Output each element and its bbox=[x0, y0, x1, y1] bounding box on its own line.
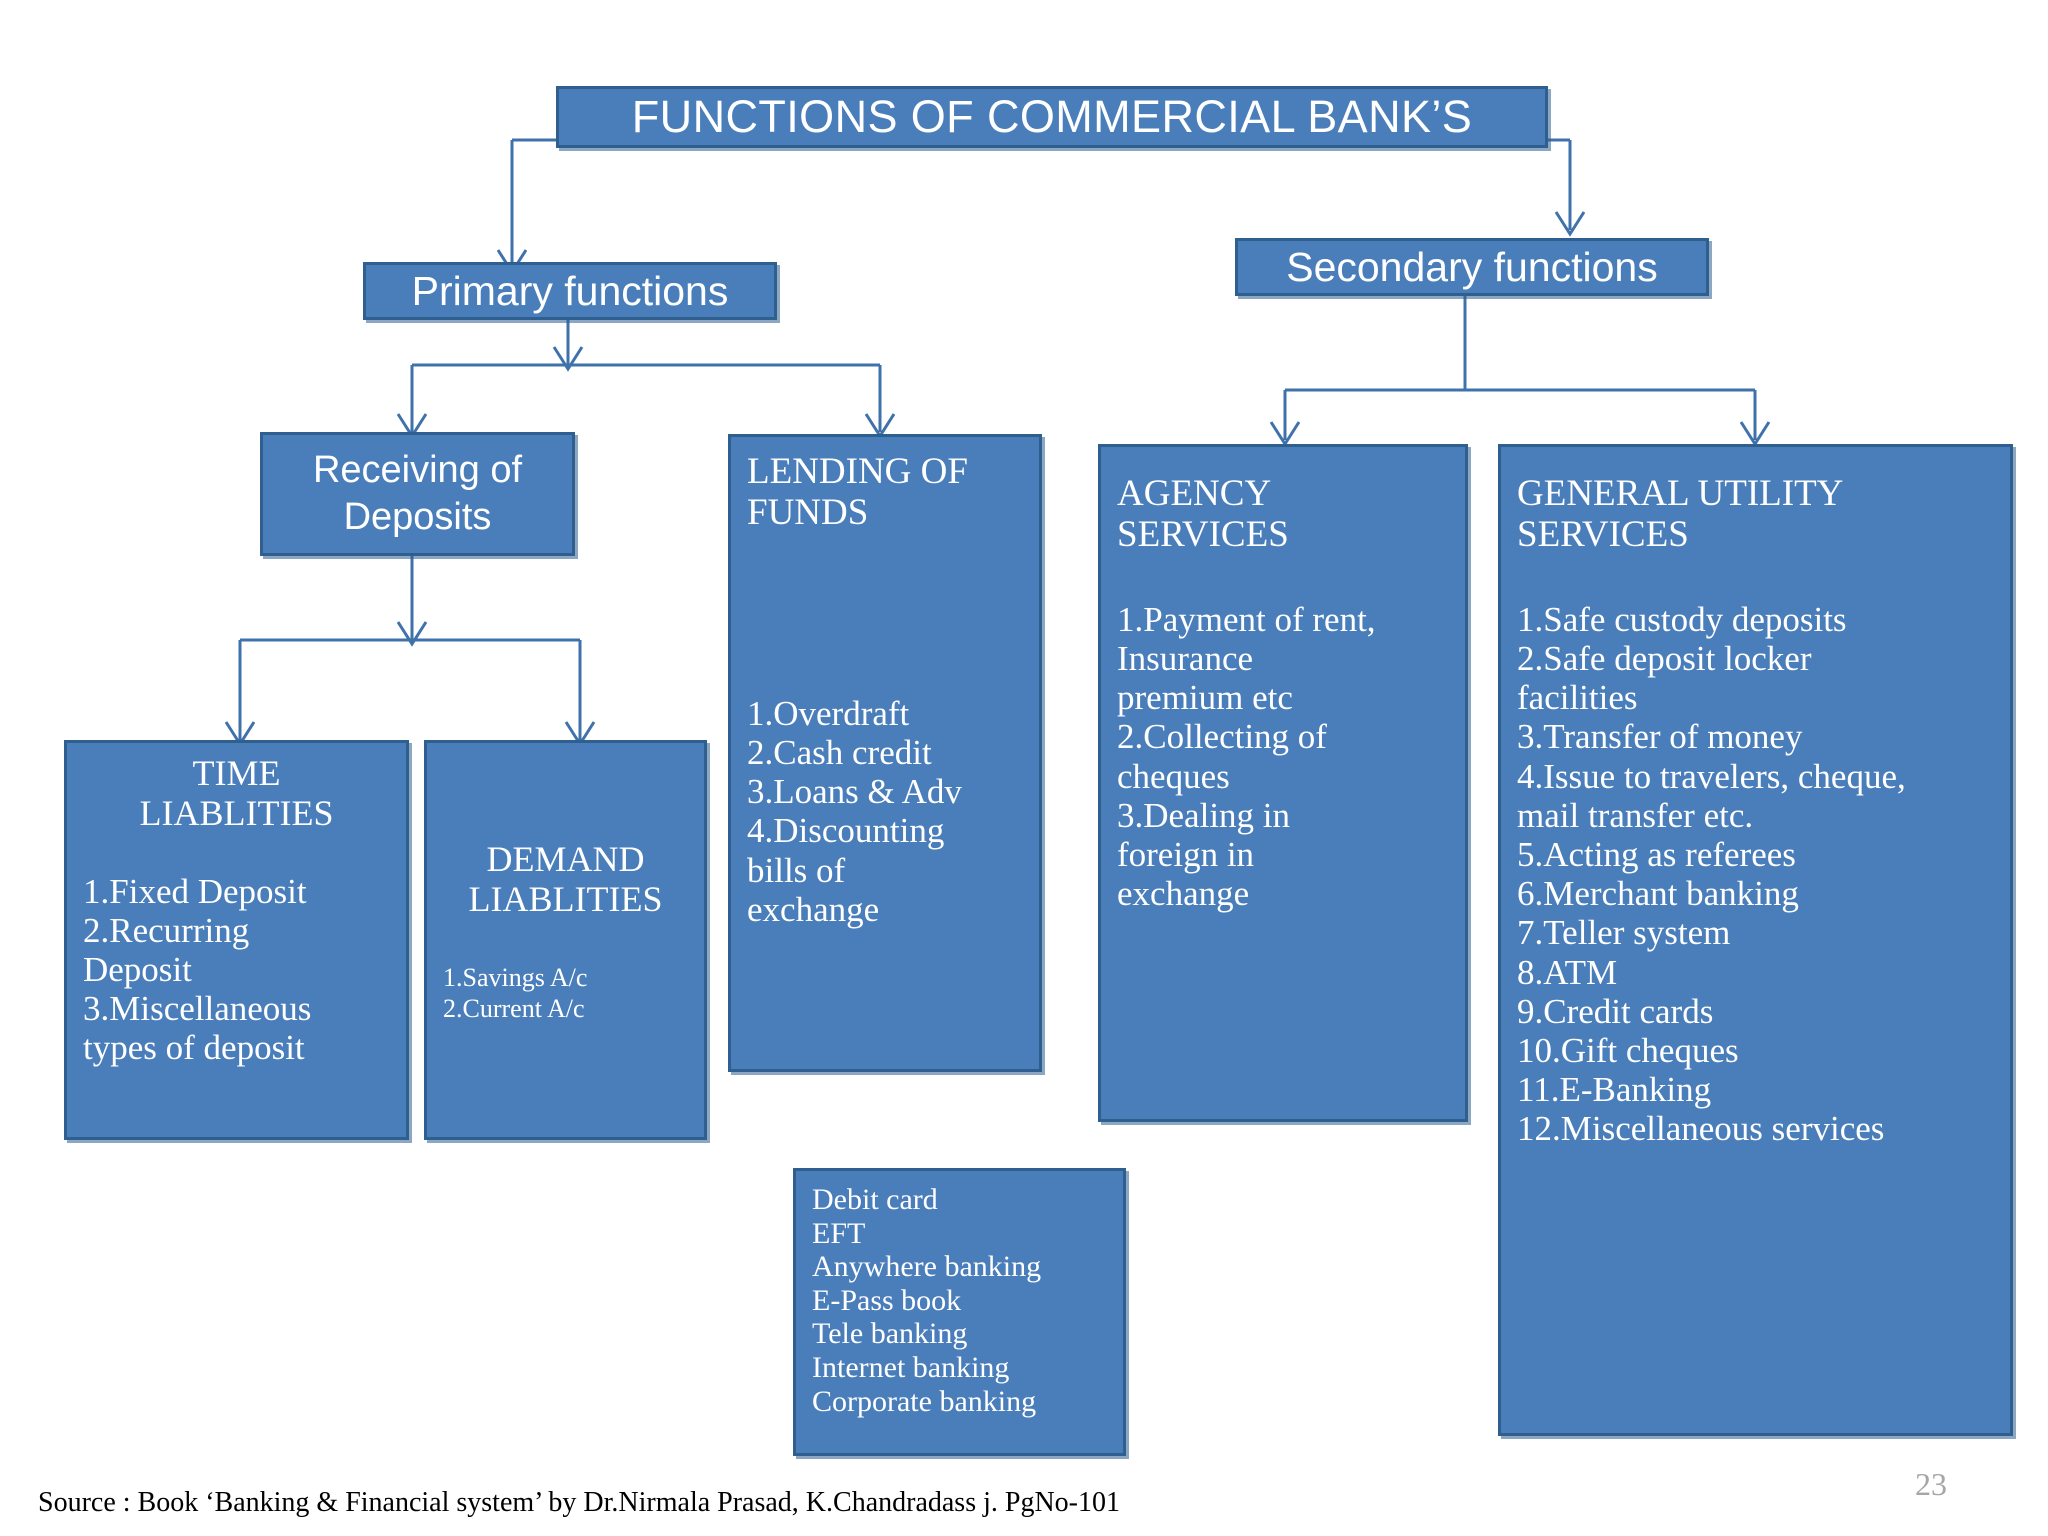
list-item: 1.Fixed Deposit bbox=[83, 871, 307, 911]
list-item: E-Pass book bbox=[812, 1283, 962, 1317]
list-item: 4.Discounting bbox=[747, 811, 945, 851]
list-item: cheques bbox=[1117, 756, 1230, 796]
list-item: 1.Overdraft bbox=[747, 693, 910, 733]
list-item: 7.Teller system bbox=[1517, 913, 1731, 953]
list-item: 1.Safe custody deposits bbox=[1517, 599, 1847, 639]
node-title: FUNCTIONS OF COMMERCIAL BANK’S bbox=[631, 91, 1473, 142]
list-item: 11.E-Banking bbox=[1517, 1070, 1712, 1110]
time-liablities-list: 1.Fixed Deposit 2.Recurring Deposit 3.Mi… bbox=[67, 834, 406, 1082]
node-agency-services[interactable]: AGENCY SERVICES 1.Payment of rent, Insur… bbox=[1098, 444, 1468, 1122]
list-item: 5.Acting as referees bbox=[1517, 835, 1796, 874]
list-item: 9.Credit cards bbox=[1517, 991, 1714, 1031]
list-item: 4.Issue to travelers, cheque, bbox=[1517, 756, 1906, 796]
list-item: types of deposit bbox=[83, 1028, 305, 1068]
list-item: exchange bbox=[747, 889, 880, 929]
node-primary-functions[interactable]: Primary functions bbox=[363, 262, 777, 320]
list-item: 1.Payment of rent, bbox=[1117, 599, 1376, 639]
list-item: facilities bbox=[1517, 678, 1638, 718]
list-item: 3.Loans & Adv bbox=[747, 772, 962, 812]
node-receiving-of-deposits[interactable]: Receiving of Deposits bbox=[260, 432, 575, 556]
list-item: Insurance bbox=[1117, 639, 1254, 679]
node-title: TIME LIABLITIES bbox=[139, 753, 334, 834]
node-functions-of-commercial-banks[interactable]: FUNCTIONS OF COMMERCIAL BANK’S bbox=[556, 86, 1548, 148]
list-item: mail transfer etc. bbox=[1517, 795, 1754, 835]
node-title: Receiving of Deposits bbox=[312, 448, 523, 539]
list-item: Anywhere banking bbox=[812, 1250, 1042, 1284]
list-item: Internet banking bbox=[812, 1350, 1010, 1384]
list-item: 2.Safe deposit locker bbox=[1517, 639, 1812, 679]
list-item: 2.Current A/c bbox=[443, 993, 585, 1023]
list-item: Tele banking bbox=[812, 1317, 968, 1351]
list-item: 3.Miscellaneous bbox=[83, 989, 312, 1029]
list-item: premium etc bbox=[1117, 678, 1293, 718]
list-item: Debit card bbox=[812, 1183, 938, 1216]
list-item: foreign in bbox=[1117, 835, 1255, 874]
node-title: GENERAL UTILITY SERVICES bbox=[1517, 473, 1844, 556]
node-e-services[interactable]: Debit card EFT Anywhere banking E-Pass b… bbox=[793, 1168, 1126, 1456]
node-demand-liablities[interactable]: DEMAND LIABLITIES 1.Savings A/c 2.Curren… bbox=[424, 740, 707, 1140]
node-title: Secondary functions bbox=[1286, 243, 1658, 290]
lending-of-funds-list: 1.Overdraft 2.Cash credit 3.Loans & Adv … bbox=[731, 534, 1039, 943]
node-title: LENDING OF FUNDS bbox=[747, 451, 968, 534]
page-number: 23 bbox=[1915, 1466, 1947, 1502]
node-title: AGENCY SERVICES bbox=[1117, 473, 1289, 556]
list-item: exchange bbox=[1117, 874, 1250, 914]
list-item: EFT bbox=[812, 1216, 866, 1250]
list-item: 2.Cash credit bbox=[747, 733, 932, 773]
source-note: Source : Book ‘Banking & Financial syste… bbox=[38, 1487, 1120, 1518]
node-lending-of-funds[interactable]: LENDING OF FUNDS 1.Overdraft 2.Cash cred… bbox=[728, 434, 1042, 1072]
list-item: bills of bbox=[747, 850, 846, 890]
agency-services-list: 1.Payment of rent, Insurance premium etc… bbox=[1101, 556, 1465, 928]
list-item: 10.Gift cheques bbox=[1517, 1030, 1739, 1070]
list-item: 3.Dealing in bbox=[1117, 795, 1291, 835]
list-item: 12.Miscellaneous services bbox=[1517, 1109, 1885, 1149]
node-title: DEMAND LIABLITIES bbox=[468, 839, 663, 920]
e-services-list: Debit card EFT Anywhere banking E-Pass b… bbox=[796, 1171, 1123, 1432]
node-time-liablities[interactable]: TIME LIABLITIES 1.Fixed Deposit 2.Recurr… bbox=[64, 740, 409, 1140]
node-title: Primary functions bbox=[411, 267, 729, 314]
list-item: Deposit bbox=[83, 950, 192, 989]
list-item: 1.Savings A/c bbox=[443, 962, 588, 992]
demand-liablities-list: 1.Savings A/c 2.Current A/c bbox=[427, 920, 704, 1038]
general-utility-services-list: 1.Safe custody deposits 2.Safe deposit l… bbox=[1501, 556, 2010, 1163]
list-item: 2.Recurring bbox=[83, 910, 250, 950]
list-item: 2.Collecting of bbox=[1117, 717, 1327, 757]
list-item: 8.ATM bbox=[1517, 952, 1618, 992]
list-item: Corporate banking bbox=[812, 1384, 1037, 1418]
list-item: 3.Transfer of money bbox=[1517, 717, 1803, 757]
node-general-utility-services[interactable]: GENERAL UTILITY SERVICES 1.Safe custody … bbox=[1498, 444, 2013, 1436]
list-item: 6.Merchant banking bbox=[1517, 874, 1799, 914]
node-secondary-functions[interactable]: Secondary functions bbox=[1235, 238, 1709, 296]
